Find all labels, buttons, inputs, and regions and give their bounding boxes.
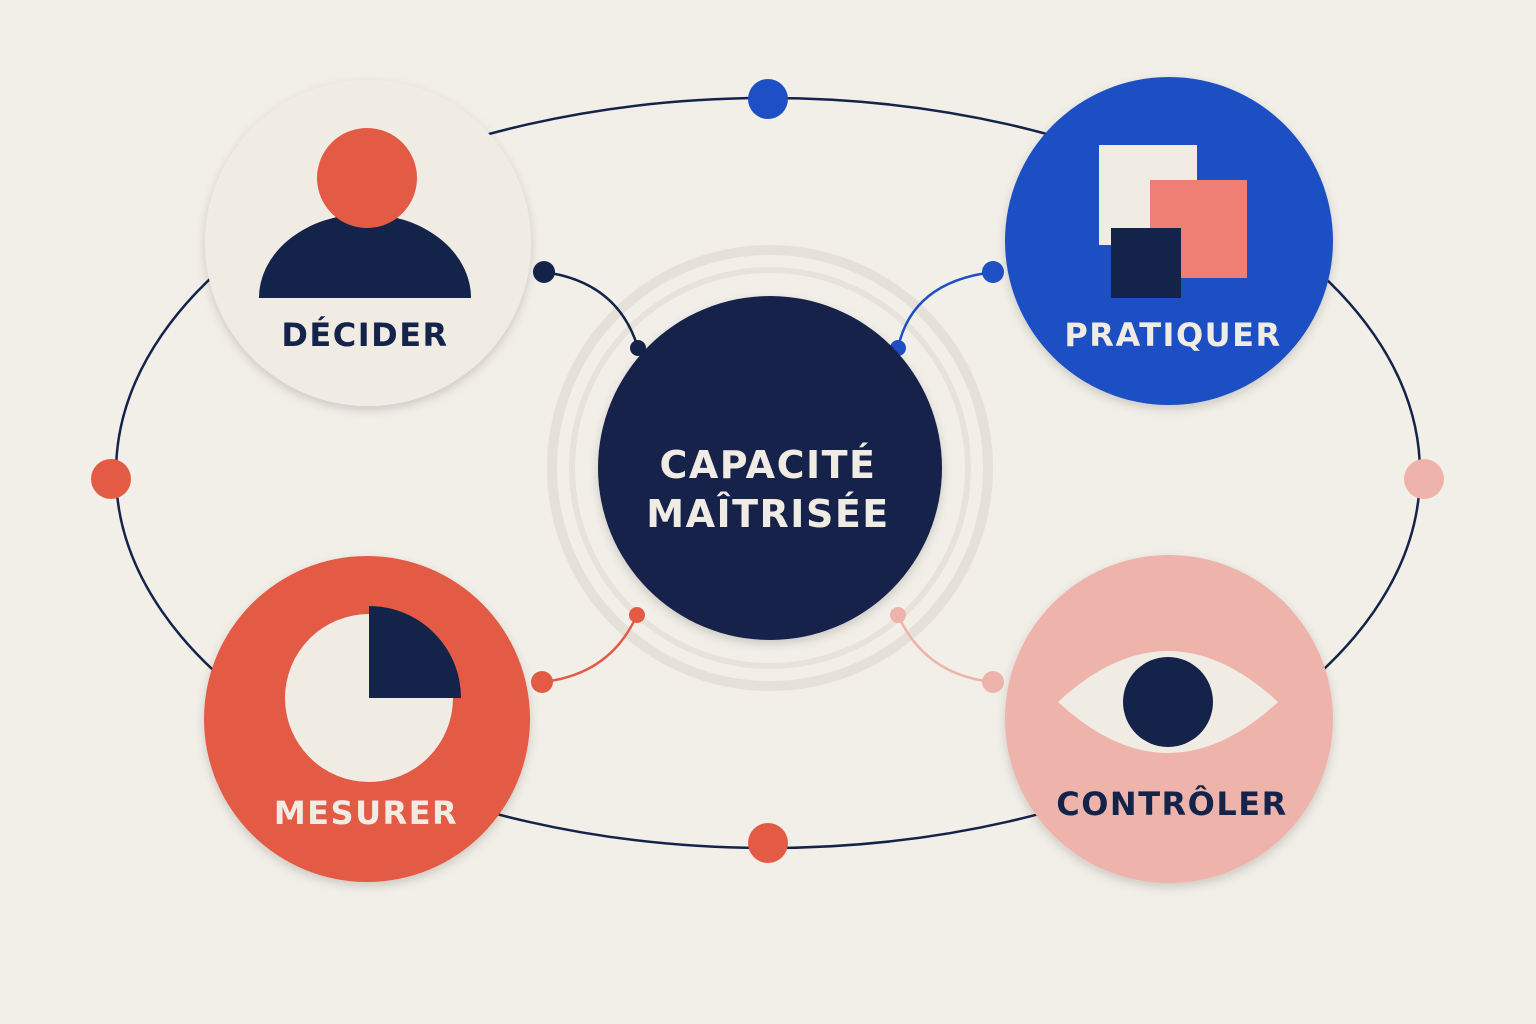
overlapping-squares-icon	[1099, 145, 1247, 298]
node-pratiquer: PRATIQUER	[1005, 77, 1333, 405]
node-label-pratiquer: PRATIQUER	[1064, 316, 1281, 354]
eye-icon	[1058, 651, 1278, 753]
orbit-dot-top	[748, 79, 788, 119]
center-halo-inner	[569, 267, 971, 669]
connector-pratiquer	[890, 261, 1004, 356]
connector-controler	[890, 607, 1004, 693]
node-mesurer: MESURER	[204, 556, 530, 882]
node-controler: CONTRÔLER	[1005, 555, 1333, 883]
center-halo-outer	[547, 245, 993, 691]
quarter-pie-icon	[285, 606, 461, 782]
orbit-dot-right	[1404, 459, 1444, 499]
center-title-line2: MAÎTRISÉE	[646, 492, 889, 536]
connector-mesurer	[531, 607, 645, 693]
node-label-mesurer: MESURER	[274, 794, 458, 832]
node-decider: DÉCIDER	[205, 80, 531, 406]
orbit-dot-bottom	[748, 823, 788, 863]
person-icon	[259, 128, 471, 298]
connector-decider	[533, 261, 646, 356]
orbit-dot-left	[91, 459, 131, 499]
node-label-controler: CONTRÔLER	[1056, 784, 1288, 823]
center-title-line1: CAPACITÉ	[660, 443, 877, 487]
node-label-decider: DÉCIDER	[281, 316, 448, 354]
center-node: CAPACITÉ MAÎTRISÉE	[598, 296, 942, 640]
